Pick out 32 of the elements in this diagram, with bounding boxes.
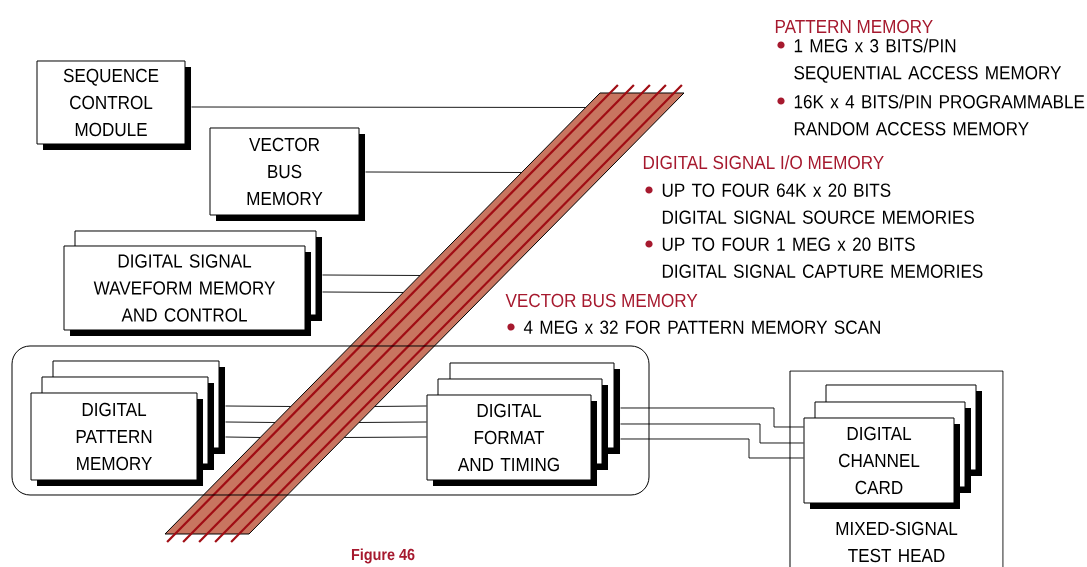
section-heading: DIGITAL SIGNAL I/O MEMORY — [643, 155, 884, 170]
bullet-item: UP TO FOUR 64K x 20 BITS DIGITAL SIGNAL SOURCE MEMORIES — [645, 183, 974, 224]
connector-line — [225, 421, 276, 423]
card-stack: DIGITAL SIGNAL WAVEFORM MEMORY AND CONTROL — [63, 230, 322, 336]
connector-line — [343, 436, 427, 438]
module-box: SEQUENCE CONTROL MODULE — [36, 60, 191, 150]
module-box: VECTOR BUS MEMORY — [209, 127, 365, 221]
connector-line — [225, 405, 292, 407]
section-heading: PATTERN MEMORY — [775, 19, 933, 34]
connector-line — [358, 421, 427, 423]
bullet-item: 1 MEG x 3 BITS/PIN SEQUENTIAL ACCESS MEMORY — [777, 38, 1062, 83]
connector-line — [620, 423, 804, 444]
bullet-item: 16K x 4 BITS/PIN PROGRAMMABLE RANDOM ACCESS MEMORY — [777, 94, 1085, 136]
bullet-item: UP TO FOUR 1 MEG x 20 BITS DIGITAL SIGNAL CAPTURE MEMORIES — [645, 237, 983, 278]
node-label: MEMORY — [77, 456, 152, 471]
connector-line — [225, 436, 261, 438]
card-stack: DIGITAL CHANNEL CARD — [803, 384, 982, 509]
connector-line — [620, 438, 804, 459]
group-box — [11, 345, 650, 496]
bullet-item: 4 MEG x 32 FOR PATTERN MEMORY SCAN — [507, 320, 880, 334]
card-stack: DIGITAL PATTERN MEMORY — [30, 360, 225, 486]
figure-caption: Figure 46 — [351, 548, 415, 564]
connector-line — [322, 274, 421, 276]
card-stack: DIGITAL FORMAT AND TIMING — [426, 362, 620, 486]
connector-line — [365, 171, 523, 173]
connector-line — [374, 405, 427, 407]
node-label: CARD — [855, 480, 903, 495]
node-label: AND TIMING — [457, 457, 559, 472]
section-heading: VECTOR BUS MEMORY — [505, 293, 698, 308]
connector-line — [620, 407, 804, 428]
connector-line — [322, 291, 404, 293]
connector-line — [191, 106, 587, 108]
